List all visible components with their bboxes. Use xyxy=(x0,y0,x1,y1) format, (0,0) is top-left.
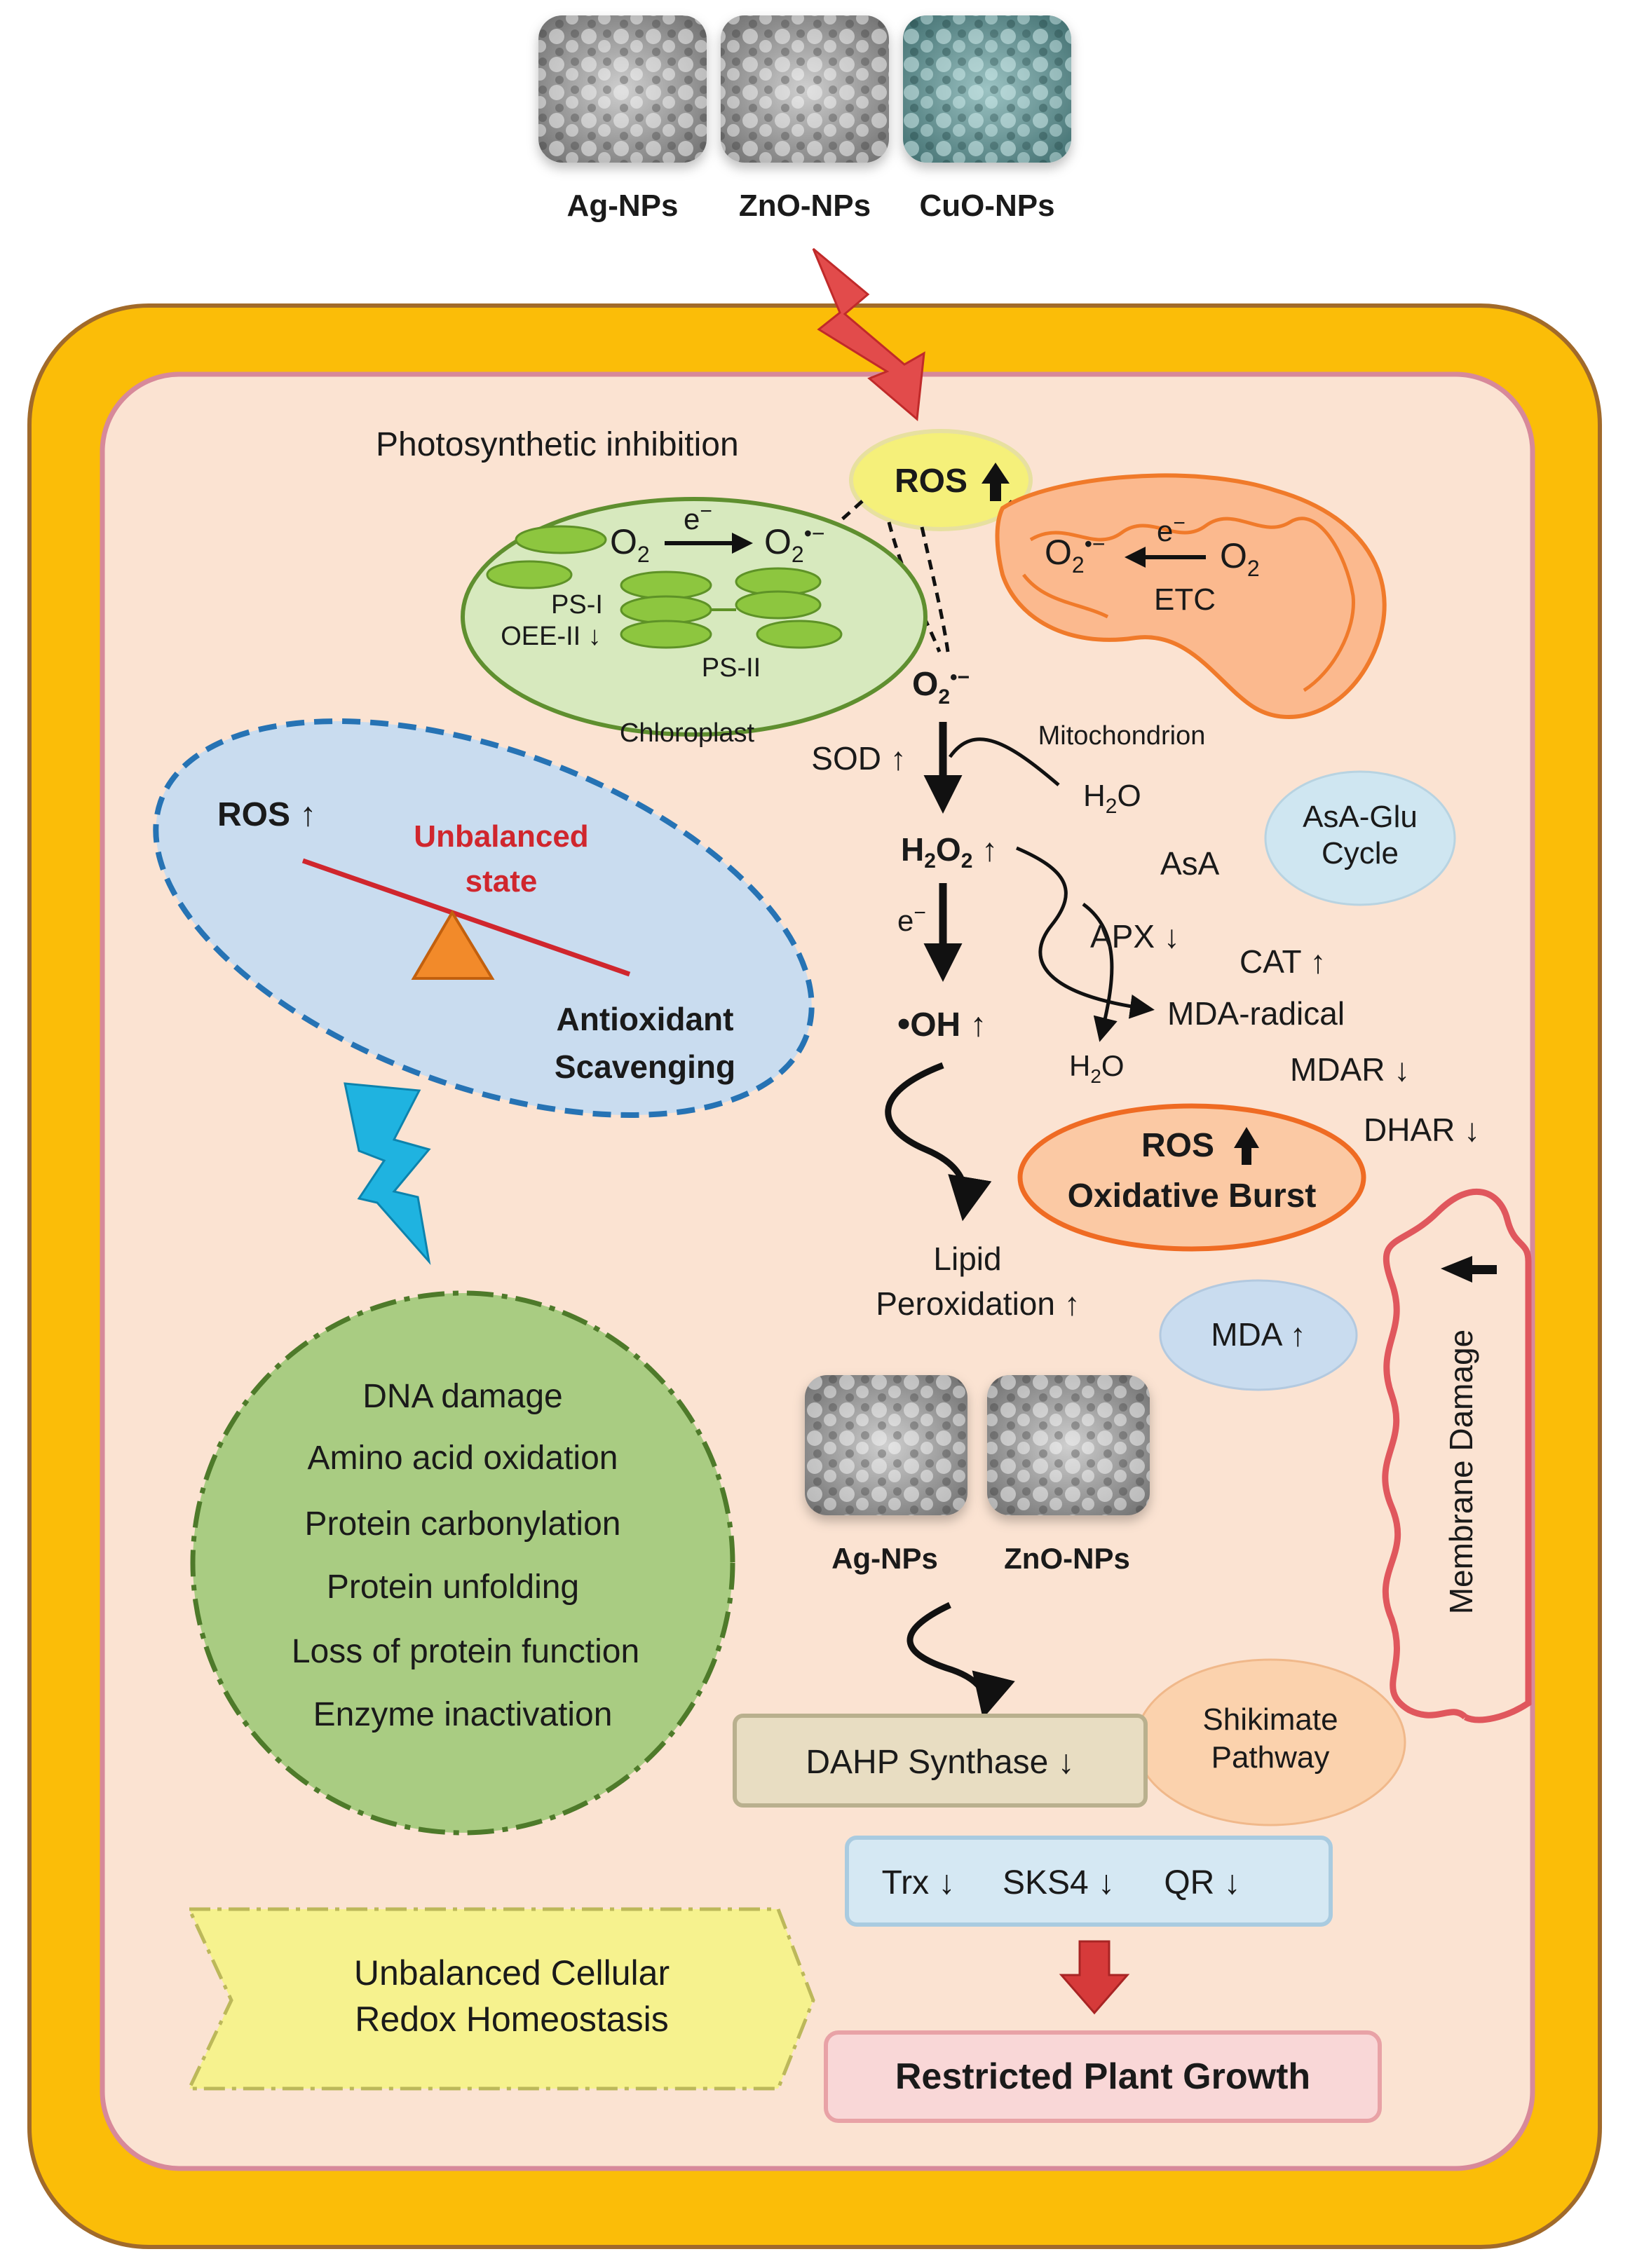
np-label-zno-bottom: ZnO-NPs xyxy=(1004,1542,1130,1575)
up-arrow-icon-burst xyxy=(1234,1127,1259,1165)
ros-burst-line1: ROS xyxy=(1141,1127,1214,1164)
nanoparticle-image-ag-top xyxy=(538,15,707,163)
unbalanced-line1: Unbalanced xyxy=(414,819,588,854)
psi-label: PS-I xyxy=(551,590,603,620)
np-label-zno-top: ZnO-NPs xyxy=(739,189,871,223)
dhar-label: DHAR ↓ xyxy=(1364,1112,1480,1148)
h2o-curve-2 xyxy=(1082,902,1118,1042)
damage-item: Loss of protein function xyxy=(292,1633,639,1670)
antioxidant-line2: Scavenging xyxy=(555,1048,735,1085)
sod-label: SOD ↑ xyxy=(811,740,906,777)
chloroplast-o2-label: O2 xyxy=(610,522,650,567)
chloroplast: O2 e− O2•− PS-I OEE-II ↓ PS-II xyxy=(461,497,928,737)
damage-item: DNA damage xyxy=(362,1378,563,1415)
result-label: Restricted Plant Growth xyxy=(895,2056,1310,2097)
antioxidant-line1: Antioxidant xyxy=(557,1001,734,1037)
photosynthetic-inhibition-label: Photosynthetic inhibition xyxy=(376,426,739,463)
damage-item: Protein unfolding xyxy=(327,1569,579,1606)
mda-label: MDA ↑ xyxy=(1211,1316,1305,1353)
balance-ellipse: ROS ↑ Unbalanced state Antioxidant Scave… xyxy=(153,718,815,1118)
membrane-damage: Membrane Damage xyxy=(1382,1189,1532,1723)
redox-line2: Redox Homeostasis xyxy=(355,2000,668,2039)
blue-lightning-icon xyxy=(344,1082,431,1265)
superoxide-central-label: O2•− xyxy=(912,666,970,709)
redox-banner: Unbalanced Cellular Redox Homeostasis xyxy=(186,1907,815,2091)
h2o-label-2: H2O xyxy=(1069,1049,1125,1087)
nanoparticle-image-ag-bottom xyxy=(805,1375,967,1515)
asa-glu-line1: AsA-Glu xyxy=(1303,800,1418,834)
asa-glu-line2: Cycle xyxy=(1322,836,1399,870)
oee-label: OEE-II ↓ xyxy=(501,622,602,651)
mito-electron-label: e− xyxy=(1157,512,1186,547)
left-arrow-icon xyxy=(1441,1256,1497,1283)
shikimate-line1: Shikimate xyxy=(1202,1702,1338,1737)
up-arrow-icon xyxy=(982,463,1010,501)
dahp-synthase-box: DAHP Synthase ↓ xyxy=(733,1714,1148,1808)
chloroplast-electron-label: e− xyxy=(684,500,712,535)
damage-item: Amino acid oxidation xyxy=(308,1440,618,1477)
shikimate-pathway: Shikimate Pathway xyxy=(1134,1658,1406,1826)
cat-label: CAT ↑ xyxy=(1240,943,1326,980)
shikimate-line2: Pathway xyxy=(1211,1740,1330,1775)
result-box: Restricted Plant Growth xyxy=(824,2030,1382,2123)
psii-label: PS-II xyxy=(702,653,761,683)
h2o2-label: H2O2 ↑ xyxy=(901,831,998,873)
gene-label: Trx ↓ xyxy=(882,1864,956,1901)
np-label-ag-bottom: Ag-NPs xyxy=(831,1542,938,1575)
ros-bubble-top: ROS xyxy=(849,429,1033,531)
apx-label: APX ↓ xyxy=(1090,918,1180,955)
nanoparticle-image-cuo-top xyxy=(903,15,1071,163)
membrane-damage-label: Membrane Damage xyxy=(1443,1330,1479,1615)
mitochondrion-label: Mitochondrion xyxy=(1038,721,1206,751)
ros-oxidative-burst: ROS Oxidative Burst xyxy=(1017,1103,1366,1252)
asa-label: AsA xyxy=(1160,845,1220,882)
mda-radical-label: MDA-radical xyxy=(1167,995,1345,1032)
ros-top-label: ROS xyxy=(895,463,967,500)
oh-label: •OH ↑ xyxy=(897,1004,987,1044)
balance-beam xyxy=(301,858,631,977)
electron-label: e− xyxy=(897,901,926,937)
h2o-curve-1 xyxy=(948,737,1060,786)
damage-item: Protein carbonylation xyxy=(305,1505,621,1543)
np-label-cuo-top: CuO-NPs xyxy=(919,189,1054,223)
lipid-label-1: Lipid xyxy=(933,1241,1001,1277)
genes-box: Trx ↓ SKS4 ↓ QR ↓ xyxy=(845,1836,1333,1927)
damage-circle: DNA damage Amino acid oxidation Protein … xyxy=(190,1290,735,1836)
gene-label: SKS4 ↓ xyxy=(1003,1864,1115,1901)
asa-curve xyxy=(1016,846,1155,1019)
balance-fulcrum-icon xyxy=(411,910,495,980)
damage-item: Enzyme inactivation xyxy=(313,1696,613,1733)
wavy-arrow-dahp xyxy=(906,1601,1015,1719)
mda-bubble: MDA ↑ xyxy=(1159,1279,1358,1391)
unbalanced-line2: state xyxy=(466,864,538,899)
red-lightning-icon xyxy=(812,247,925,421)
etc-label: ETC xyxy=(1154,582,1216,617)
dahp-label: DAHP Synthase ↓ xyxy=(806,1744,1074,1781)
redox-line1: Unbalanced Cellular xyxy=(354,1953,670,1993)
mdar-label: MDAR ↓ xyxy=(1290,1051,1410,1088)
balance-ros-label: ROS ↑ xyxy=(217,796,316,833)
gene-label: QR ↓ xyxy=(1164,1864,1240,1901)
down-arrow-icon xyxy=(1059,1940,1130,2015)
ros-burst-line2: Oxidative Burst xyxy=(1068,1177,1317,1215)
mitochondrion: O2•− e− O2 ETC xyxy=(995,473,1387,719)
chloroplast-superoxide-label: O2•− xyxy=(764,521,825,567)
nanoparticle-image-zno-bottom xyxy=(987,1375,1150,1515)
h2o-label-1: H2O xyxy=(1083,779,1141,818)
asa-glu-cycle: AsA-Glu Cycle xyxy=(1264,770,1456,906)
lipid-label-2: Peroxidation ↑ xyxy=(876,1285,1080,1322)
chloroplast-label: Chloroplast xyxy=(620,718,755,748)
nanoparticle-image-zno-top xyxy=(721,15,889,163)
np-label-ag-top: Ag-NPs xyxy=(567,189,679,223)
wavy-arrow-lipid xyxy=(885,1062,992,1222)
